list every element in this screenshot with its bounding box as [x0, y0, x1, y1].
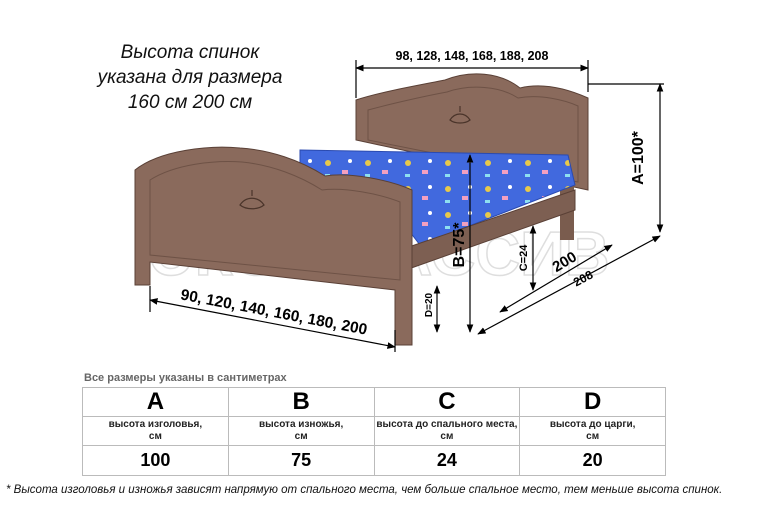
- desc-line: высота до царги,: [549, 419, 636, 430]
- widths-label: 98, 128, 148, 168, 188, 208: [396, 49, 549, 63]
- head-height-label: A=100*: [630, 130, 647, 185]
- dimension-lines: [149, 60, 664, 352]
- table-row: A B C D: [82, 387, 666, 417]
- column-letter: C: [373, 387, 521, 417]
- desc-line: высота изножья,: [258, 419, 344, 430]
- table-row: высота изголовья,см высота изножья,см вы…: [82, 416, 666, 446]
- desc-line: высота изголовья,: [108, 419, 203, 430]
- column-value: 20: [519, 445, 666, 476]
- sizes-table: A B C D высота изголовья,см высота изнож…: [82, 387, 666, 476]
- column-letter: A: [82, 387, 229, 417]
- note-line-3: 160 см 200 см: [127, 92, 253, 113]
- desc-unit: см: [148, 431, 162, 442]
- column-description: высота изножья,см: [227, 416, 375, 446]
- footboard: [134, 146, 413, 346]
- table-row: 100 75 24 20: [82, 445, 666, 476]
- note-line-1: Высота спинок: [120, 42, 260, 63]
- bed-widths-label: 90, 120, 140, 160, 180, 200: [179, 286, 368, 338]
- height-note: Высота спинок указана для размера 160 см…: [70, 40, 310, 115]
- units-note: Все размеры указаны в сантиметрах: [84, 372, 287, 384]
- desc-unit: см: [294, 431, 308, 442]
- column-description: высота до царги,см: [519, 416, 666, 446]
- column-letter: D: [519, 387, 666, 417]
- desc-line: высота до спального места,: [376, 419, 518, 430]
- note-line-2: указана для размера: [97, 67, 283, 88]
- foot-height-label: B=75*: [451, 222, 468, 268]
- column-description: высота до спального места,см: [373, 416, 521, 446]
- desc-unit: см: [440, 431, 454, 442]
- column-value: 75: [227, 445, 375, 476]
- column-value: 100: [82, 445, 229, 476]
- column-description: высота изголовья,см: [82, 416, 229, 446]
- column-letter: B: [227, 387, 375, 417]
- desc-unit: см: [586, 431, 600, 442]
- column-value: 24: [373, 445, 521, 476]
- sleep-height-label: C=24: [518, 244, 530, 271]
- bed-diagram: ЭКО - МАССИВ 98, 128, 148, 168, 188, 208…: [134, 49, 664, 352]
- footboard-ornament: [239, 190, 265, 210]
- footnote: * Высота изголовья и изножья зависят нап…: [6, 484, 723, 496]
- rail-height-label: D=20: [424, 292, 435, 317]
- headboard-ornament: [449, 106, 471, 124]
